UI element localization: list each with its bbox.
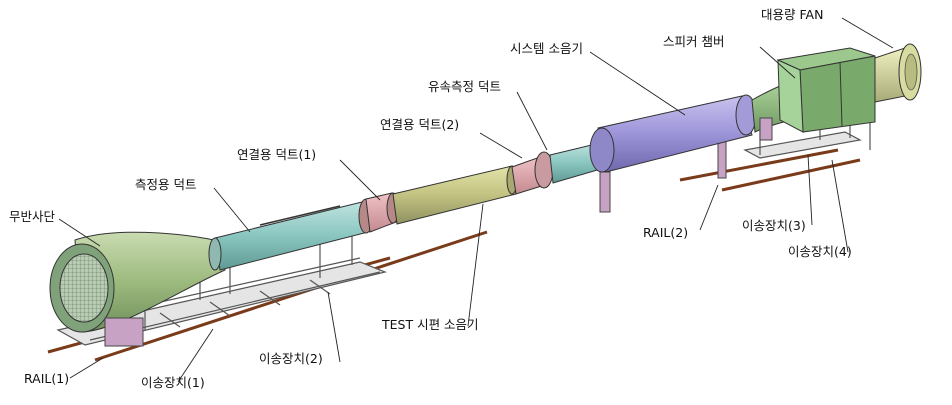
anechoic-termination-graphic: [49, 231, 226, 347]
label-connection-duct-2: 연결용 덕트(2): [380, 117, 460, 132]
connection-duct-2-graphic: [511, 151, 554, 195]
label-rail-2: RAIL(2): [643, 225, 689, 240]
leader-lines: [58, 17, 894, 383]
label-carrier-1: 이송장치(1): [141, 375, 205, 390]
label-anechoic-termination: 무반사단: [9, 209, 56, 224]
measurement-duct-graphic: [208, 201, 369, 271]
label-carrier-3: 이송장치(3): [742, 218, 806, 233]
label-carrier-4: 이송장치(4): [788, 244, 852, 259]
system-silencer-graphic: [589, 94, 757, 213]
label-large-fan: 대용량 FAN: [761, 7, 824, 22]
label-speaker-chamber: 스피커 챔버: [663, 34, 725, 49]
label-flow-measurement-duct: 유속측정 덕트: [428, 79, 501, 94]
label-rail-1: RAIL(1): [24, 371, 70, 386]
fan-graphic: [776, 43, 922, 133]
test-silencer-graphic: [392, 165, 518, 225]
label-measurement-duct: 측정용 덕트: [135, 177, 197, 192]
rail-2-graphic: [679, 148, 861, 192]
connection-duct-1-graphic: [358, 192, 400, 234]
label-carrier-2: 이송장치(2): [259, 351, 323, 366]
label-connection-duct-1: 연결용 덕트(1): [237, 147, 317, 162]
label-test-specimen-silencer: TEST 시편 소음기: [382, 317, 479, 332]
label-system-silencer: 시스템 소음기: [510, 41, 583, 56]
